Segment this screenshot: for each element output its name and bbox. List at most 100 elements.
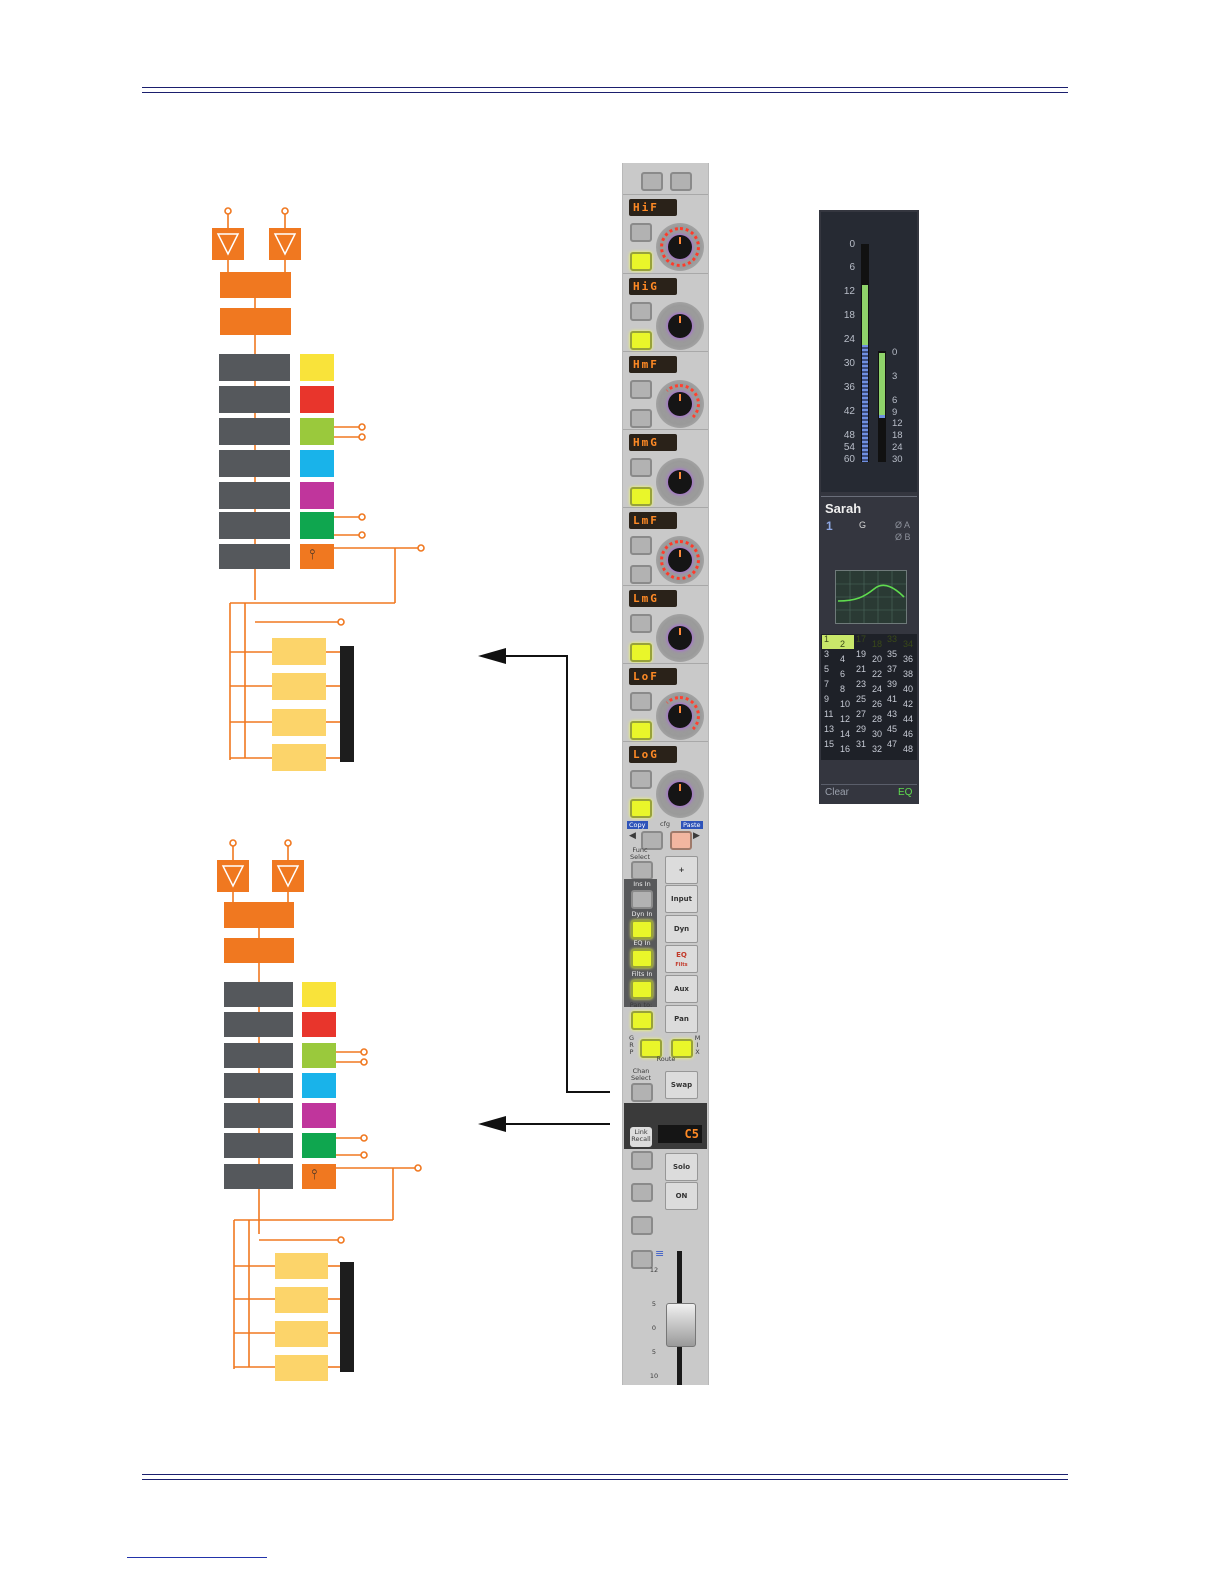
routing-cell[interactable]: 1 bbox=[824, 634, 830, 644]
routing-cell[interactable]: 44 bbox=[903, 714, 914, 724]
dyn-in-button[interactable] bbox=[631, 920, 653, 939]
routing-cell[interactable]: 27 bbox=[856, 709, 867, 719]
routing-cell[interactable]: 3 bbox=[824, 649, 830, 659]
routing-cell[interactable]: 38 bbox=[903, 669, 914, 679]
mix-route-button[interactable] bbox=[671, 1039, 693, 1058]
grp-route-button[interactable] bbox=[640, 1039, 662, 1058]
routing-cell[interactable]: 5 bbox=[824, 664, 830, 674]
eq-button-hmg-b[interactable] bbox=[630, 487, 652, 506]
routing-cell[interactable]: 10 bbox=[840, 699, 851, 709]
func-select-button[interactable] bbox=[631, 861, 653, 880]
fader-aux-button[interactable] bbox=[631, 1250, 653, 1269]
eq-button-lof-b[interactable] bbox=[630, 721, 652, 740]
routing-cell[interactable]: 47 bbox=[887, 739, 898, 749]
pan-to-button[interactable] bbox=[631, 1011, 653, 1030]
eq-button-hmf-a[interactable] bbox=[630, 380, 652, 399]
routing-cell[interactable]: 8 bbox=[840, 684, 846, 694]
routing-cell[interactable]: 13 bbox=[824, 724, 835, 734]
fader-select-button[interactable] bbox=[631, 1216, 653, 1235]
on-select-button[interactable] bbox=[631, 1183, 653, 1202]
routing-cell[interactable]: 42 bbox=[903, 699, 914, 709]
routing-cell[interactable]: 15 bbox=[824, 739, 835, 749]
routing-cell[interactable]: 48 bbox=[903, 744, 914, 754]
paste-button[interactable] bbox=[670, 831, 692, 850]
routing-cell[interactable]: 46 bbox=[903, 729, 914, 739]
routing-cell[interactable]: 31 bbox=[856, 739, 867, 749]
routing-cell[interactable]: 36 bbox=[903, 654, 914, 664]
eq-knob-hmf[interactable] bbox=[656, 380, 704, 428]
routing-cell[interactable]: 45 bbox=[887, 724, 898, 734]
filts-in-button[interactable] bbox=[631, 980, 653, 999]
strip-top-button-2[interactable] bbox=[670, 172, 692, 191]
ins-in-button[interactable] bbox=[631, 890, 653, 909]
routing-cell[interactable]: 16 bbox=[840, 744, 851, 754]
fader-knob[interactable] bbox=[666, 1303, 696, 1347]
strip-top-button-1[interactable] bbox=[641, 172, 663, 191]
eq-button-hig-b[interactable] bbox=[630, 331, 652, 350]
routing-cell[interactable]: 20 bbox=[872, 654, 883, 664]
aux-key[interactable]: Aux bbox=[665, 975, 698, 1003]
routing-cell[interactable]: 29 bbox=[856, 724, 867, 734]
plus-key[interactable]: + bbox=[665, 856, 698, 884]
eq-knob-hmg[interactable] bbox=[656, 458, 704, 506]
routing-cell[interactable]: 17 bbox=[856, 634, 867, 644]
routing-grid-selected[interactable] bbox=[822, 635, 854, 649]
eq-button-log-b[interactable] bbox=[630, 799, 652, 818]
eq-knob-lmg[interactable] bbox=[656, 614, 704, 662]
swap-key[interactable]: Swap bbox=[665, 1071, 698, 1099]
eq-button-lmg-a[interactable] bbox=[630, 614, 652, 633]
eq-knob-hig[interactable] bbox=[656, 302, 704, 350]
copy-button[interactable] bbox=[641, 831, 663, 850]
routing-cell[interactable]: 43 bbox=[887, 709, 898, 719]
routing-cell[interactable]: 30 bbox=[872, 729, 883, 739]
pan-key[interactable]: Pan bbox=[665, 1005, 698, 1033]
routing-cell[interactable]: 34 bbox=[903, 639, 914, 649]
routing-cell[interactable]: 41 bbox=[887, 694, 898, 704]
clear-label[interactable]: Clear bbox=[825, 787, 849, 798]
eq-button-hmg-a[interactable] bbox=[630, 458, 652, 477]
eq-knob-hif[interactable] bbox=[656, 223, 704, 271]
routing-cell[interactable]: 12 bbox=[840, 714, 851, 724]
routing-cell[interactable]: 14 bbox=[840, 729, 851, 739]
routing-cell[interactable]: 39 bbox=[887, 679, 898, 689]
eq-button-lmf-a[interactable] bbox=[630, 536, 652, 555]
routing-cell[interactable]: 28 bbox=[872, 714, 883, 724]
chan-select-button[interactable] bbox=[631, 1083, 653, 1102]
routing-cell[interactable]: 4 bbox=[840, 654, 846, 664]
eq-in-button[interactable] bbox=[631, 949, 653, 968]
routing-cell[interactable]: 9 bbox=[824, 694, 830, 704]
routing-cell[interactable]: 35 bbox=[887, 649, 898, 659]
eq-button-hif-b[interactable] bbox=[630, 252, 652, 271]
routing-cell[interactable]: 23 bbox=[856, 679, 867, 689]
input-key[interactable]: Input bbox=[665, 885, 698, 913]
routing-cell[interactable]: 33 bbox=[887, 634, 898, 644]
eq-key[interactable]: EQ Filts bbox=[665, 945, 698, 973]
dyn-key[interactable]: Dyn bbox=[665, 915, 698, 943]
routing-cell[interactable]: 37 bbox=[887, 664, 898, 674]
eq-button-hmf-b[interactable] bbox=[630, 409, 652, 428]
routing-cell[interactable]: 24 bbox=[872, 684, 883, 694]
routing-cell[interactable]: 7 bbox=[824, 679, 830, 689]
routing-cell[interactable]: 18 bbox=[872, 639, 883, 649]
routing-cell[interactable]: 22 bbox=[872, 669, 883, 679]
eq-knob-lof[interactable] bbox=[656, 692, 704, 740]
routing-cell[interactable]: 40 bbox=[903, 684, 914, 694]
on-button[interactable]: ON bbox=[665, 1182, 698, 1210]
eq-knob-log[interactable] bbox=[656, 770, 704, 818]
routing-cell[interactable]: 32 bbox=[872, 744, 883, 754]
routing-cell[interactable]: 6 bbox=[840, 669, 846, 679]
eq-button-hif-a[interactable] bbox=[630, 223, 652, 242]
routing-cell[interactable]: 19 bbox=[856, 649, 867, 659]
routing-cell[interactable]: 25 bbox=[856, 694, 867, 704]
routing-cell[interactable]: 11 bbox=[824, 709, 834, 719]
eq-button-lmf-b[interactable] bbox=[630, 565, 652, 584]
eq-button-lmg-b[interactable] bbox=[630, 643, 652, 662]
routing-cell[interactable]: 26 bbox=[872, 699, 883, 709]
eq-button-hig-a[interactable] bbox=[630, 302, 652, 321]
eq-label[interactable]: EQ bbox=[898, 787, 913, 798]
eq-button-log-a[interactable] bbox=[630, 770, 652, 789]
eq-button-lof-a[interactable] bbox=[630, 692, 652, 711]
solo-button[interactable]: Solo bbox=[665, 1153, 698, 1181]
routing-cell[interactable]: 2 bbox=[840, 639, 846, 649]
eq-knob-lmf[interactable] bbox=[656, 536, 704, 584]
